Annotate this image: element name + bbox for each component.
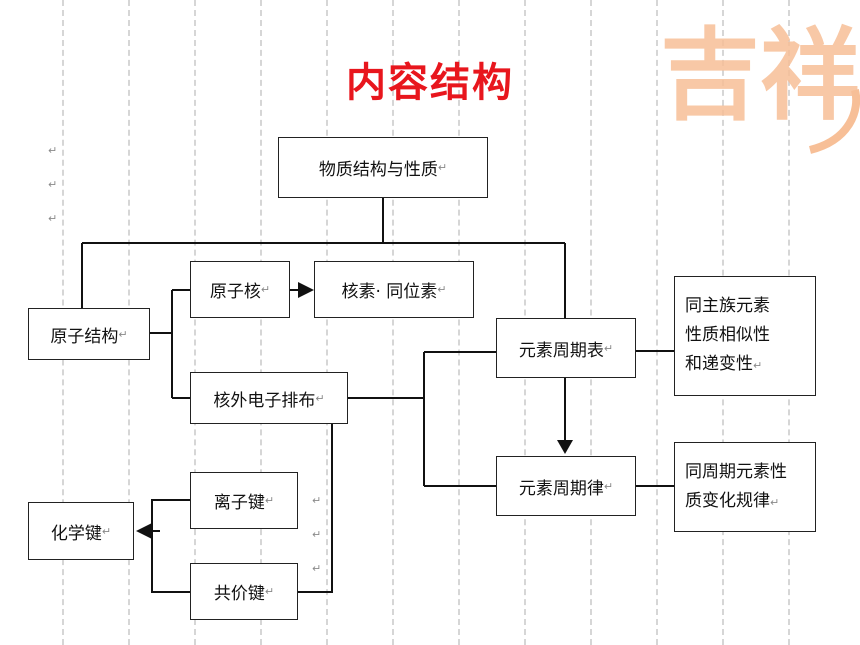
arrow-to-law bbox=[557, 440, 573, 454]
node-label: 元素周期律 bbox=[518, 478, 604, 499]
node-label: 共价键 bbox=[213, 584, 265, 604]
node-label: 物质结构与性质 bbox=[318, 160, 438, 180]
return-mark: ↵ bbox=[118, 327, 128, 341]
grid-line bbox=[656, 0, 658, 645]
node-label-lines: 同主族元素 性质相似性 和递变性↵ bbox=[685, 292, 770, 380]
node-periodic-law: 元素周期律↵ bbox=[496, 456, 636, 516]
grid-line bbox=[326, 0, 328, 645]
return-mark: ↵ bbox=[603, 479, 614, 493]
return-mark: ↵ bbox=[312, 494, 322, 507]
return-mark: ↵ bbox=[437, 161, 448, 174]
logo-text: 吉祥 bbox=[660, 16, 860, 134]
return-mark: ↵ bbox=[48, 212, 58, 225]
node-ionic-bond: 离子键↵ bbox=[190, 472, 298, 529]
node-label: 离子键 bbox=[213, 493, 265, 513]
return-mark: ↵ bbox=[603, 341, 614, 355]
node-label: 核外电子排布 bbox=[213, 390, 316, 411]
grid-line bbox=[260, 0, 262, 645]
logo-swirl bbox=[808, 89, 860, 154]
return-mark: ↵ bbox=[264, 494, 275, 507]
return-mark: ↵ bbox=[770, 495, 780, 509]
node-label: 原子核 bbox=[209, 282, 261, 302]
return-mark: ↵ bbox=[312, 562, 322, 575]
node-label-line: 性质相似性 bbox=[685, 325, 770, 345]
bonds-to-chemical bbox=[151, 499, 190, 593]
node-group-trend: 同主族元素 性质相似性 和递变性↵ bbox=[674, 276, 816, 396]
node-label-line: 同主族元素 bbox=[685, 296, 770, 316]
slide-title: 内容结构 bbox=[346, 60, 514, 106]
node-chemical-bond: 化学键↵ bbox=[28, 502, 134, 560]
node-periodic-table: 元素周期表↵ bbox=[496, 318, 636, 378]
electron-to-bonds bbox=[298, 424, 333, 593]
node-root: 物质结构与性质↵ bbox=[278, 137, 488, 198]
node-nuclide-isotope: 核素· 同位素↵ bbox=[314, 261, 474, 318]
return-mark: ↵ bbox=[437, 283, 447, 296]
arrow-to-chemical-bond bbox=[136, 523, 152, 539]
arrow-to-nuclide bbox=[298, 282, 314, 298]
return-mark: ↵ bbox=[264, 585, 275, 598]
electron-to-periodic bbox=[348, 351, 496, 487]
node-covalent-bond: 共价键↵ bbox=[190, 563, 298, 620]
node-label: 原子结构 bbox=[50, 326, 119, 347]
grid-line bbox=[194, 0, 196, 645]
node-electron-configuration: 核外电子排布↵ bbox=[190, 372, 348, 424]
return-mark: ↵ bbox=[312, 528, 322, 541]
grid-line bbox=[458, 0, 460, 645]
node-label-line: 质变化规律↵ bbox=[685, 490, 780, 511]
grid-line bbox=[392, 0, 394, 645]
logo: 吉祥 bbox=[660, 16, 860, 154]
return-mark: ↵ bbox=[753, 359, 763, 372]
node-period-trend: 同周期元素性 质变化规律↵ bbox=[674, 442, 816, 532]
node-atomic-structure: 原子结构↵ bbox=[28, 308, 150, 360]
node-label: 核素· 同位素 bbox=[341, 282, 438, 302]
return-mark: ↵ bbox=[48, 144, 58, 157]
node-nucleus: 原子核↵ bbox=[190, 261, 290, 318]
node-label: 化学键 bbox=[50, 523, 102, 544]
return-mark: ↵ bbox=[315, 391, 325, 405]
return-mark: ↵ bbox=[48, 178, 58, 191]
atomic-to-children bbox=[150, 289, 190, 399]
node-label: 元素周期表 bbox=[518, 340, 604, 361]
node-label-lines: 同周期元素性 质变化规律↵ bbox=[685, 458, 787, 517]
return-mark: ↵ bbox=[260, 283, 271, 296]
node-label-line: 和递变性↵ bbox=[685, 354, 763, 374]
return-mark: ↵ bbox=[101, 524, 112, 538]
node-label-line: 同周期元素性 bbox=[685, 461, 787, 482]
